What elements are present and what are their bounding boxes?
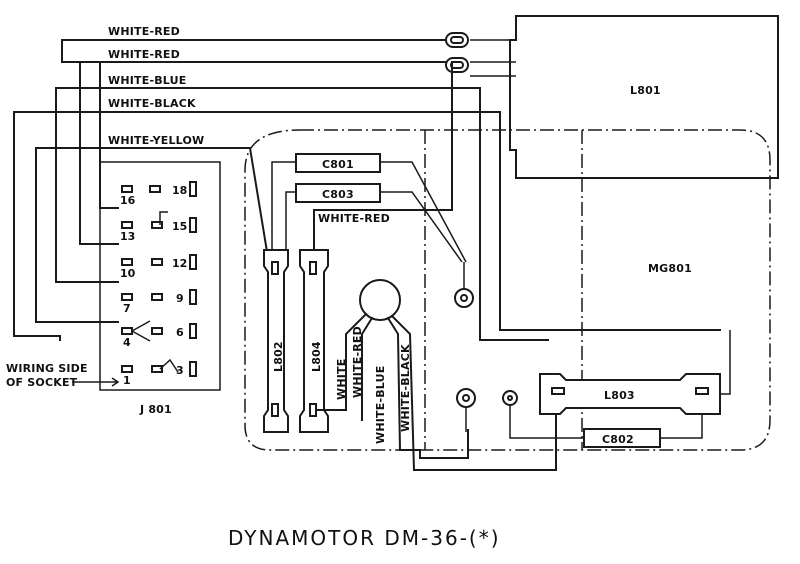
pin-6: 6 [176, 326, 184, 339]
pin-18: 18 [172, 184, 187, 197]
ring-terminal-top [454, 262, 474, 308]
pin-3: 3 [176, 364, 184, 377]
pin-4: 4 [123, 336, 131, 349]
wire-label-white-black-vertical: WHITE-BLACK [399, 344, 412, 432]
capacitor-c803: C803 [285, 183, 463, 270]
mg801-label: MG801 [648, 262, 692, 275]
wire-label-white-red-vertical: WHITE-RED [351, 326, 364, 398]
diagram-title: DYNAMOTOR DM-36-(*) [228, 526, 501, 550]
pin-7: 7 [123, 302, 131, 315]
wire-label-white-red-1: WHITE-RED [108, 25, 180, 38]
c803-label: C803 [322, 188, 354, 201]
wire-label-white-vertical: WHITE [335, 359, 348, 400]
l801-label: L801 [630, 84, 661, 97]
choke-l804: L804 [299, 249, 329, 433]
ring-terminal-bottom-right [502, 390, 584, 439]
wiring-side-label-2: OF SOCKET [6, 376, 78, 389]
l801-inductor: L801 [470, 15, 779, 179]
wire-label-white-yellow: WHITE-YELLOW [108, 134, 204, 147]
capacitor-c802: C802 [583, 414, 703, 448]
capacitor-c801: C801 [271, 153, 467, 270]
pin-16: 16 [120, 194, 136, 207]
l802-label: L802 [272, 341, 285, 372]
brush-connector: WHITE-RED WHITE WHITE-BLUE WHITE-BLACK [317, 279, 557, 471]
c802-label: C802 [602, 433, 634, 446]
pin-1: 1 [123, 374, 131, 387]
wire-label-white-blue: WHITE-BLUE [108, 74, 186, 87]
ring-terminal-bottom-left [456, 388, 476, 432]
choke-l803: L803 [539, 330, 731, 415]
l804-label: L804 [310, 341, 323, 372]
pin-10: 10 [120, 267, 136, 280]
pin-12: 12 [172, 257, 187, 270]
wire-label-white-red-2: WHITE-RED [108, 48, 180, 61]
l801-terminals [445, 32, 469, 73]
socket-j801: 16 13 10 7 4 1 18 15 12 9 6 3 J 801 [99, 161, 221, 416]
wire-label-white-red-inner: WHITE-RED [318, 212, 390, 225]
wire-label-white-black: WHITE-BLACK [108, 97, 196, 110]
pin-13: 13 [120, 230, 135, 243]
harness-wires [13, 39, 721, 341]
choke-l802: L802 [263, 249, 289, 433]
wire-label-white-blue-vertical: WHITE-BLUE [374, 366, 387, 444]
socket-name: J 801 [139, 403, 172, 416]
c801-label: C801 [322, 158, 354, 171]
wiring-side-label-1: WIRING SIDE [6, 362, 88, 375]
pin-9: 9 [176, 292, 184, 305]
l803-label: L803 [604, 389, 635, 402]
pin-15: 15 [172, 220, 187, 233]
